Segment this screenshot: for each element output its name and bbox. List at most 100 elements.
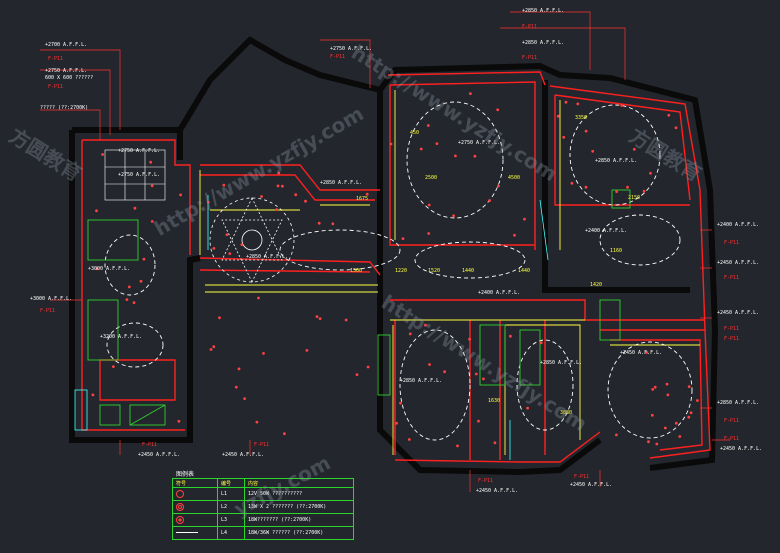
legend-row: L1 12V 50W ??????????	[172, 487, 354, 501]
downlight-dot	[344, 318, 348, 322]
downlight-dot	[482, 377, 485, 381]
fixture-tag: F-P11	[724, 336, 740, 342]
elev-label: +2450 A.F.F.L.	[138, 452, 181, 458]
downlight-dot	[513, 233, 516, 237]
fixture-tag: F-P11	[478, 478, 494, 484]
legend-row: L3 18W??????? (??:2700K)	[172, 513, 354, 527]
legend-header-code: 编号	[217, 478, 245, 488]
fixture-tag: F-P11	[142, 442, 158, 448]
elev-label: +2750 A.F.F.L.	[330, 46, 373, 52]
downlight-dot	[257, 296, 260, 300]
dot-circle-symbol-icon	[176, 516, 184, 524]
elev-label: +3200 A.F.F.L.	[100, 334, 143, 340]
downlight-dot	[275, 208, 279, 212]
downlight-dot	[424, 323, 427, 327]
dimension-text: 2150	[628, 195, 641, 201]
dimension-lines	[199, 90, 700, 455]
downlight-dot	[212, 247, 216, 250]
fixtures	[87, 189, 631, 426]
elev-label: +2700 A.F.F.L.	[45, 42, 88, 48]
fixture-tag: F-P11	[724, 326, 740, 332]
fixture-tag: F-P11	[724, 275, 740, 281]
dimension-text: 1420	[590, 282, 603, 288]
elev-label: 600 X 600 ??????	[45, 75, 94, 81]
downlight-dot	[584, 129, 588, 133]
downlight-dot	[655, 442, 659, 446]
downlight-dot	[427, 232, 431, 235]
elev-label: ????? (??:2700K)	[40, 105, 89, 111]
downlight-dot	[209, 348, 213, 351]
downlight-dot	[473, 154, 477, 158]
downlight-dot	[632, 147, 636, 151]
downlight-dot	[179, 193, 183, 197]
wall-outline	[69, 36, 719, 475]
downlight-dot	[615, 190, 618, 194]
elev-label: +3000 A.F.F.L.	[30, 296, 73, 302]
fixture-tag: F-P11	[574, 474, 590, 480]
downlight-dot	[142, 257, 146, 261]
dimension-text: 1220	[395, 268, 408, 274]
cyan-accents	[74, 195, 549, 460]
downlight-dot	[653, 385, 657, 389]
grid-ceiling	[104, 149, 166, 201]
downlight-dot	[177, 419, 181, 423]
elev-label: +2450 A.F.F.L.	[570, 482, 613, 488]
downlight-dot	[452, 214, 455, 218]
fixture-tag: F-P11	[48, 56, 64, 62]
downlight-dot	[468, 337, 471, 341]
downlight-dot	[315, 315, 319, 318]
downlight-dot	[428, 363, 431, 366]
downlight-dot	[674, 421, 678, 425]
downlight-dot	[523, 217, 526, 221]
elev-label: +2750 A.F.F.L.	[45, 68, 88, 74]
downlight-dot	[125, 298, 129, 301]
elev-label: +2850 A.F.F.L.	[522, 40, 565, 46]
double-circle-symbol-icon	[176, 503, 184, 511]
legend-desc: 18W??????? (??:2700K)	[244, 513, 354, 527]
fixture-tag: F-P11	[330, 54, 346, 60]
elev-label: +2750 A.F.F.L.	[458, 140, 501, 146]
legend-symbol	[172, 513, 218, 527]
downlight-dot	[101, 153, 104, 156]
downlight-dot	[95, 209, 98, 213]
downlight-dot	[469, 92, 472, 95]
legend-symbol	[172, 526, 218, 540]
downlight-dot	[539, 341, 543, 345]
downlight-dot	[305, 349, 309, 352]
downlight-dot	[276, 184, 280, 188]
downlight-dot	[133, 206, 137, 210]
downlight-dot	[620, 104, 624, 107]
leader-lines	[40, 11, 730, 492]
dining-ceiling-rotunda	[209, 197, 295, 283]
downlight-dot	[687, 385, 691, 388]
fixture-tag: F-P11	[522, 55, 538, 61]
elev-label: +2750 A.F.F.L.	[118, 148, 161, 154]
downlight-dot	[237, 367, 241, 371]
downlight-dot	[435, 142, 439, 146]
downlight-dot	[399, 401, 402, 405]
downlight-dot	[665, 382, 669, 386]
downlight-dot	[234, 385, 238, 389]
downlight-dot	[649, 171, 652, 175]
elev-label: +2750 A.F.F.L.	[118, 172, 161, 178]
dimension-text: 4500	[508, 175, 521, 181]
downlight-dot	[281, 184, 284, 188]
dimension-text: 1440	[462, 268, 475, 274]
downlight-dot	[262, 352, 265, 355]
downlight-dot	[556, 114, 560, 118]
elev-label: +2850 A.F.F.L.	[320, 180, 363, 186]
fixture-tag: F-P11	[40, 308, 56, 314]
circle-symbol-icon	[176, 490, 184, 498]
downlight-dot	[562, 135, 566, 139]
legend-symbol	[172, 487, 218, 501]
legend-symbol	[172, 500, 218, 514]
fixture-tag: F-P11	[724, 436, 740, 442]
downlight-dot	[401, 237, 405, 241]
downlight-dot	[317, 221, 321, 225]
elev-label: +2850 A.F.F.L.	[246, 254, 289, 260]
legend-row: L4 18W/36W ?????? (??:2700K)	[172, 526, 354, 540]
downlight-dot	[112, 365, 115, 368]
downlight-dot	[493, 441, 497, 445]
downlight-dot	[366, 365, 370, 369]
